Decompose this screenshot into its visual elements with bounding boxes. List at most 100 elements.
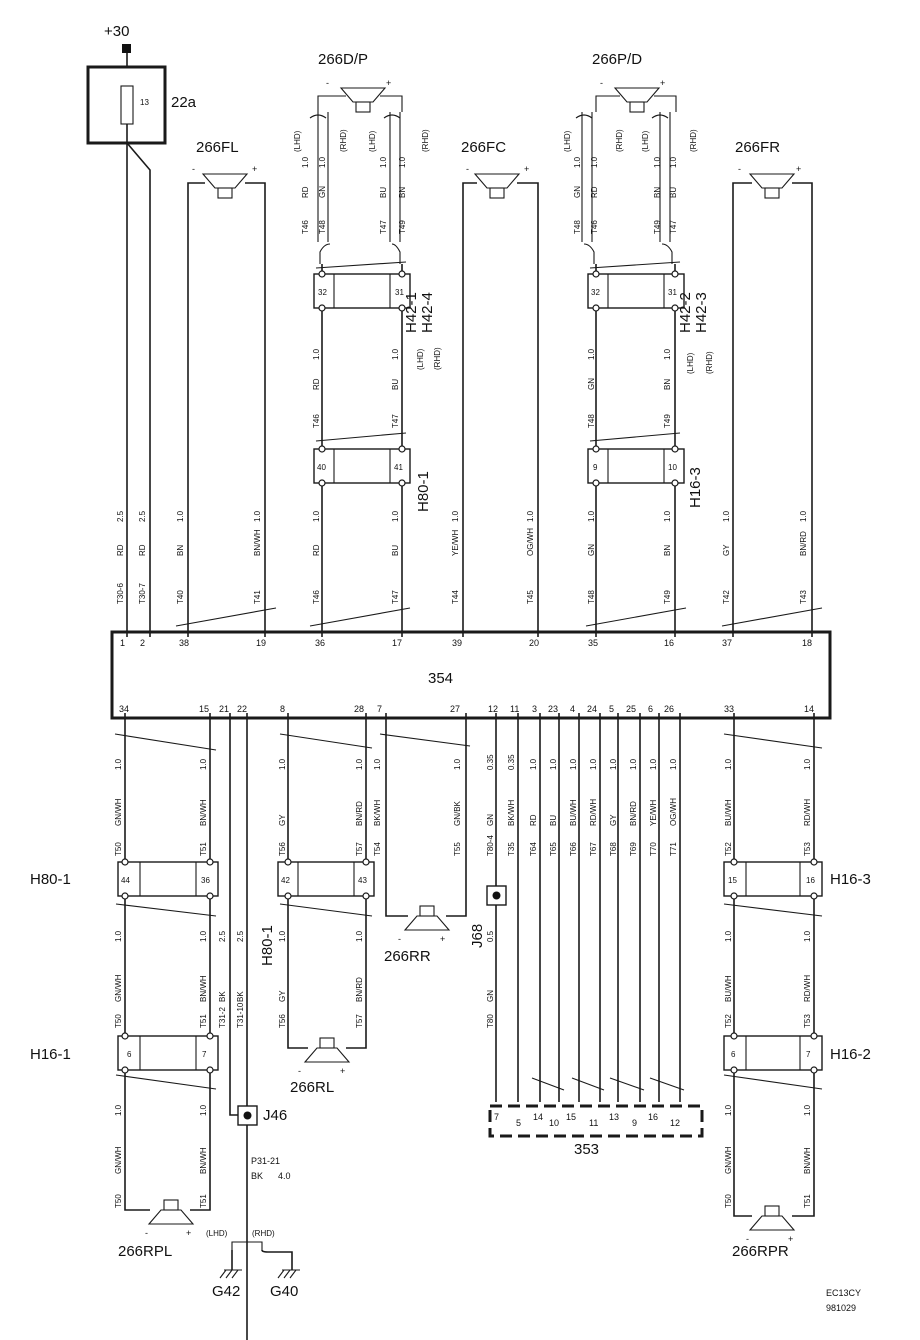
module-pin-bottom: 6: [648, 704, 653, 714]
wire-color: BN/RD: [629, 801, 638, 826]
wire-color: GN: [587, 544, 596, 556]
module-pin-bottom: 12: [488, 704, 498, 714]
label-h42-2: H42-2: [677, 292, 694, 333]
wire-tag: T50: [114, 1194, 123, 1208]
aux-pin: 13: [609, 1112, 619, 1122]
wire-size: 0.5: [486, 930, 495, 942]
wire-tag: T68: [609, 842, 618, 856]
wire-color: BU/WH: [724, 975, 733, 1002]
drawing-code: EC13CY: [826, 1288, 861, 1298]
wire-tag: T57: [355, 1014, 364, 1028]
speaker-symbols: -+-+-+-+-+-+-+-+-+: [145, 78, 801, 1244]
wire-color: RD: [590, 186, 599, 198]
wire-size: 1.0: [589, 758, 598, 770]
wire-size: 1.0: [278, 758, 287, 770]
label-j46: J46: [263, 1107, 287, 1124]
wire-size: 1.0: [379, 156, 388, 168]
label-h42-4: H42-4: [419, 292, 436, 333]
connector-pin-number: 44: [121, 876, 130, 885]
aux-pin: 12: [670, 1118, 680, 1128]
module-pin-top: 18: [802, 638, 812, 648]
wire-size: 1.0: [799, 510, 808, 522]
wire-tag: T57: [355, 842, 364, 856]
drawing-date: 981029: [826, 1303, 856, 1313]
label-h80-1-left: H80-1: [30, 871, 71, 888]
label-h80-1-top: H80-1: [415, 471, 432, 512]
wire-size: 1.0: [312, 348, 321, 360]
aux-pin: 14: [533, 1112, 543, 1122]
wire-color: BK: [218, 991, 227, 1002]
wire-size: 1.0: [590, 156, 599, 168]
speaker-minus: -: [298, 1066, 301, 1076]
wire-size: 1.0: [569, 758, 578, 770]
connector-pin-number: 41: [394, 463, 403, 472]
wire-tag: T53: [803, 1014, 812, 1028]
wire-size: 1.0: [253, 510, 262, 522]
speaker-plus: +: [252, 164, 257, 174]
wire-size: 2.5: [116, 510, 125, 522]
connector-h16-2: [723, 1035, 823, 1071]
label-h16-3-top: H16-3: [687, 467, 704, 508]
wire-size: 1.0: [803, 1104, 812, 1116]
wire-tag: T43: [799, 590, 808, 604]
wire-size: 1.0: [587, 510, 596, 522]
label-h16-3-right: H16-3: [830, 871, 871, 888]
wire-tag: T48: [573, 220, 582, 234]
wire-tag: T46: [312, 414, 321, 428]
connector-pin-number: 32: [591, 288, 600, 297]
wire-color: RD/WH: [803, 975, 812, 1002]
connector-pin-number: 36: [201, 876, 210, 885]
wire-color: GN: [318, 186, 327, 198]
wire-color: GN: [486, 814, 495, 826]
aux-pin: 15: [566, 1112, 576, 1122]
module-pin-bottom: 14: [804, 704, 814, 714]
fuse-label: 22a: [171, 94, 197, 111]
wire-color: GN: [573, 186, 582, 198]
wire-tag: T66: [569, 842, 578, 856]
wire-color: BN/RD: [355, 977, 364, 1002]
wire-size: 1.0: [278, 930, 287, 942]
wire-size: 1.0: [355, 930, 364, 942]
module-pin-bottom: 24: [587, 704, 597, 714]
wire-color: GN/WH: [724, 1146, 733, 1174]
wire-size: 1.0: [629, 758, 638, 770]
label-h16-1: H16-1: [30, 1046, 71, 1063]
wire-size: 2.5: [236, 930, 245, 942]
module-pin-top: 19: [256, 638, 266, 648]
wire-tag: T51: [199, 1194, 208, 1208]
connector-pin-number: 15: [728, 876, 737, 885]
rhd-ground: (RHD): [252, 1229, 275, 1238]
wire-tag: T56: [278, 1014, 287, 1028]
speaker-icon: -+: [466, 164, 529, 199]
module-pin-bottom: 33: [724, 704, 734, 714]
module-pin-bottom: 23: [548, 704, 558, 714]
speaker-fr-label: 266FR: [735, 139, 780, 156]
connector-h16-top: [587, 448, 685, 484]
module-pin-bottom: 5: [609, 704, 614, 714]
speaker-plus: +: [788, 1234, 793, 1244]
wire-color: GN/WH: [114, 1146, 123, 1174]
wire-size: 1.0: [391, 510, 400, 522]
wire-tag: T69: [629, 842, 638, 856]
module-pin-top: 16: [664, 638, 674, 648]
wire-color: GY: [609, 814, 618, 826]
wire-labels: RD2.5T30-6RD2.5T30-7BN1.0T40BN/WH1.0T41R…: [114, 156, 812, 1208]
wire-tag: T42: [722, 590, 731, 604]
ground-wire-size: 4.0: [278, 1171, 291, 1181]
wire-size: 1.0: [312, 510, 321, 522]
wire-color: BU/WH: [569, 799, 578, 826]
wire-color: YE/WH: [451, 530, 460, 556]
speaker-plus: +: [440, 934, 445, 944]
module-pin-top: 36: [315, 638, 325, 648]
wire-size: 2.5: [138, 510, 147, 522]
label-h42-1: H42-1: [403, 292, 420, 333]
module-353: [488, 1104, 704, 1138]
module-pin-top: 2: [140, 638, 145, 648]
connector-h80-lower-left: [117, 861, 219, 897]
wire-color: RD: [529, 814, 538, 826]
speaker-plus: +: [660, 78, 665, 88]
module-pin-top: 17: [392, 638, 402, 648]
wire-color: BK/WH: [507, 800, 516, 826]
wire-color: BU: [669, 187, 678, 198]
